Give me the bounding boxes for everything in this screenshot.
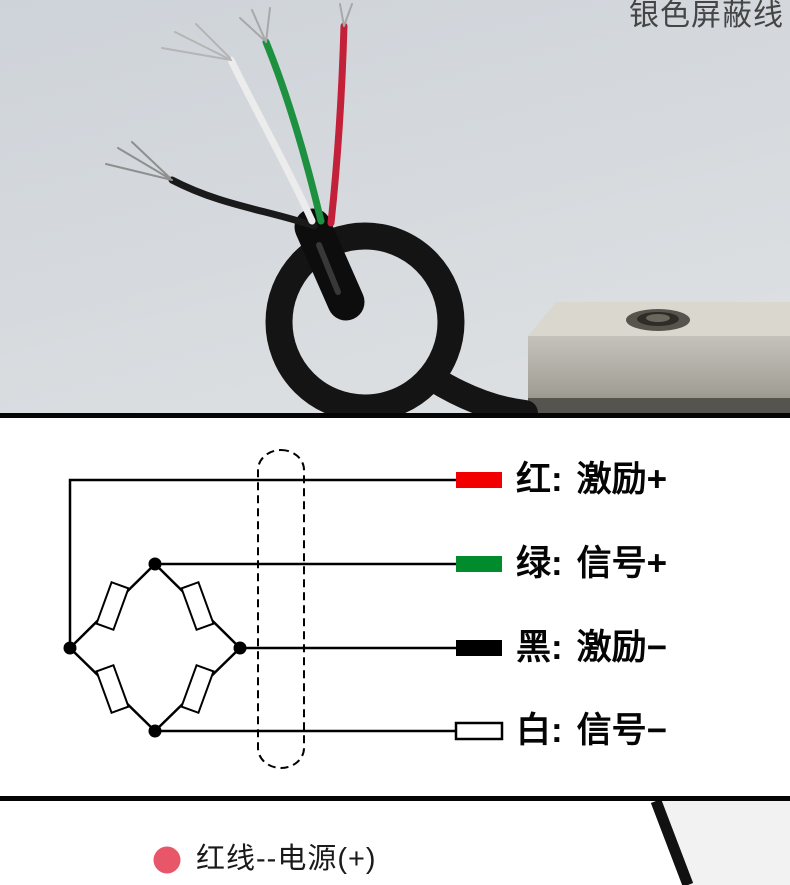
wire-swatch-red xyxy=(456,472,502,488)
red-wire xyxy=(327,22,348,227)
legend-bullet xyxy=(153,846,181,874)
bridge-node-bottom xyxy=(148,724,162,738)
connection-lines xyxy=(68,478,456,733)
white-wire xyxy=(227,56,316,225)
wire-label-red: 红: 激励+ xyxy=(516,458,667,502)
black-wire-strands xyxy=(105,141,173,181)
adjacent-photo-corner xyxy=(650,801,790,885)
wire-color-name: 红: xyxy=(516,460,563,499)
wire-swatch-green xyxy=(456,556,502,572)
bridge-node-top xyxy=(148,557,162,571)
load-cell-block xyxy=(528,302,790,413)
section-divider-top xyxy=(0,413,790,418)
cable-tail xyxy=(419,365,538,413)
strain-gauge-resistor xyxy=(180,663,215,715)
wire-label-black: 黑: 激励− xyxy=(516,626,667,670)
red-dot-icon xyxy=(153,846,181,874)
wire-function: 激励+ xyxy=(576,460,668,499)
shielded-cable xyxy=(265,208,538,413)
wire-swatches xyxy=(454,472,504,741)
green-wire xyxy=(262,38,325,225)
wire-swatch-black xyxy=(456,640,502,656)
wheatstone-bridge xyxy=(63,557,247,738)
adjacent-photo-background xyxy=(658,801,790,885)
wire-function: 信号− xyxy=(576,711,668,750)
strain-gauge-resistor xyxy=(95,663,130,715)
black-wire xyxy=(168,176,318,230)
wire-function: 信号+ xyxy=(576,544,668,583)
legend-section: 红线--电源(+) xyxy=(0,801,790,885)
photo-section: 银色屏蔽线 xyxy=(0,0,790,413)
wire-color-name: 黑: xyxy=(516,628,563,667)
wire-function: 激励− xyxy=(576,628,668,667)
section-divider-bottom xyxy=(0,796,790,801)
wire-color-name: 绿: xyxy=(516,544,563,583)
wire-color-name: 白: xyxy=(516,711,563,750)
red-wire-strands xyxy=(339,3,353,27)
bridge-node-right xyxy=(233,641,247,655)
red-wire-line xyxy=(68,478,456,648)
wire-label-white: 白: 信号− xyxy=(516,709,667,753)
strain-gauge-resistor xyxy=(180,580,215,632)
wire-swatch-white xyxy=(454,721,504,741)
stripped-wires xyxy=(105,3,353,230)
photo-caption: 银色屏蔽线 xyxy=(629,0,784,32)
strain-gauge-resistor xyxy=(95,580,130,632)
cable-rod-corner xyxy=(650,801,694,885)
wiring-diagram-section: 红: 激励+ 绿: 信号+ 黑: 激励− 白: 信号− xyxy=(0,418,790,796)
bridge-node-left xyxy=(63,641,77,655)
green-wire-strands xyxy=(239,7,271,43)
wiring-diagram xyxy=(63,449,504,769)
wire-label-green: 绿: 信号+ xyxy=(516,542,667,586)
cable-loop xyxy=(265,222,465,413)
sensor-photo xyxy=(0,0,790,413)
cable-shield-capsule xyxy=(257,449,305,769)
white-wire-strands xyxy=(161,23,232,61)
legend-text: 红线--电源(+) xyxy=(196,843,377,875)
